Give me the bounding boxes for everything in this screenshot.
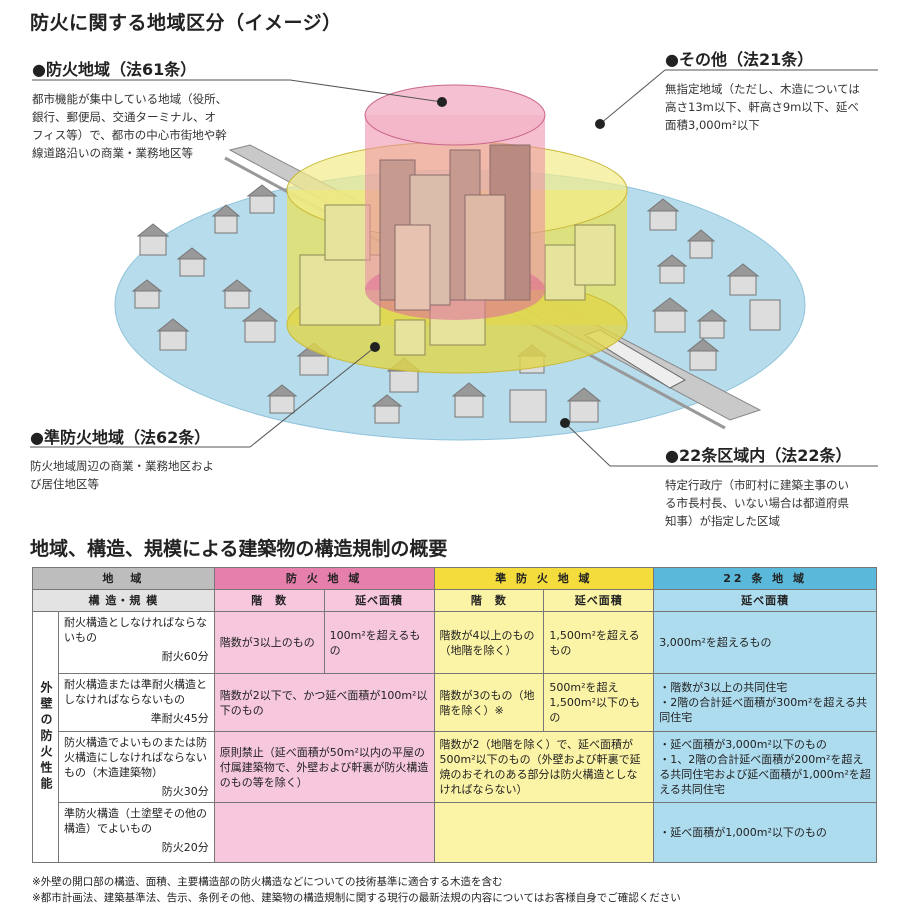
row-semi-area: 1,500m²を超えるもの xyxy=(543,611,655,674)
semi-zone-desc: 防火地域周辺の商業・業務地区および居住地区等 xyxy=(30,459,214,491)
row-grade: 準耐火45分 xyxy=(150,712,209,725)
header-fire-area: 延べ面積 xyxy=(323,589,435,612)
row-fire: 原則禁止（延べ面積が50m²以内の平屋の付属建築物で、外壁および軒裏が防火構造の… xyxy=(213,731,435,803)
row-grade: 防火20分 xyxy=(161,841,209,854)
leader-lines xyxy=(30,69,878,467)
high-rise-buildings xyxy=(379,144,531,311)
other-zone-desc: 無指定地域（ただし、木造については高さ13m以下、軒高さ9m以下、延べ面積3,0… xyxy=(665,82,860,132)
row-semi-floors: 階数が4以上のもの（地階を除く） xyxy=(433,611,545,674)
row-grade: 耐火60分 xyxy=(161,650,209,663)
area22-zone-desc: 特定行政庁（市町村に建築主事のいる市長村長、いない場合は都道府県知事）が指定した… xyxy=(665,478,849,528)
table-row: 耐火構造または準耐火構造としなければならないもの 準耐火45分 階数が2以下で、… xyxy=(33,673,877,732)
row-struct: 耐火構造または準耐火構造としなければならないもの xyxy=(64,678,207,706)
header-22: 22 条 地 域 xyxy=(653,567,877,590)
zone-illustration xyxy=(30,69,878,467)
row-fire-area: 100m²を超えるもの xyxy=(323,611,435,674)
row-grade: 防火30分 xyxy=(161,785,209,798)
side-label: 外壁の防火性能 xyxy=(32,611,59,863)
header-semi-floors: 階 数 xyxy=(433,589,545,612)
row-semi-area: 500m²を超え1,500m²以下のもの xyxy=(543,673,655,732)
fire-zone-desc: 都市機能が集中している地域（役所、銀行、郵便局、交通ターミナル、オフィス等）で、… xyxy=(32,92,228,160)
header-22-area: 延べ面積 xyxy=(653,589,877,612)
row-fire: 階数が2以下で、かつ延べ面積が100m²以下のもの xyxy=(213,673,435,732)
table-row: 防火構造でよいものまたは防火構造にしなければならないもの（木造建築物） 防火30… xyxy=(33,731,877,803)
regulation-table: 地 域 防 火 地 域 準 防 火 地 域 22 条 地 域 構 造・規 模 階… xyxy=(32,567,877,863)
header-semi-area: 延べ面積 xyxy=(543,589,655,612)
row-22: ・階数が3以上の共同住宅・2階の合計延べ面積が300m²を超える共同住宅 xyxy=(653,673,877,732)
other-dot xyxy=(595,119,605,129)
table-title: 地域、構造、規模による建築物の構造規制の概要 xyxy=(30,538,448,560)
row-fire-empty xyxy=(213,802,435,863)
row-semi: 階数が2（地階を除く）で、延べ面積が500m²以下のもの（外壁および軒裏で延焼の… xyxy=(433,731,655,803)
row-22: ・延べ面積が1,000m²以下のもの xyxy=(653,802,877,863)
houses xyxy=(131,184,781,424)
header-fire: 防 火 地 域 xyxy=(213,567,435,590)
other-zone-title: ●その他（法21条） xyxy=(665,50,814,69)
page-title: 防火に関する地域区分（イメージ） xyxy=(30,12,342,34)
table-row: 外壁の防火性能 耐火構造としなければならないもの 耐火60分 階数が3以上のもの… xyxy=(32,611,877,863)
fire-dot xyxy=(437,97,447,107)
semi-zone-title: ●準防火地域（法62条） xyxy=(30,428,211,447)
area22-zone-title: ●22条区域内（法22条） xyxy=(665,446,852,465)
row-22: 3,000m²を超えるもの xyxy=(653,611,877,674)
row-struct: 防火構造でよいものまたは防火構造にしなければならないもの（木造建築物） xyxy=(64,736,207,779)
footnote: ※都市計画法、建築基準法、告示、条例その他、建築物の構造規制に関する現行の最新法… xyxy=(32,892,681,904)
area22-dot xyxy=(560,418,570,428)
row-22: ・延べ面積が3,000m²以下のもの・1、2階の合計延べ面積が200m²を超える… xyxy=(653,731,877,803)
fire-zone-title: ●防火地域（法61条） xyxy=(32,60,197,79)
row-fire-floors: 階数が3以上のもの xyxy=(213,611,325,674)
table-row: 準防火構造（土塗壁その他の構造）でよいもの 防火20分 ・延べ面積が1,000m… xyxy=(33,802,877,863)
footnotes: ※外壁の開口部の構造、面積、主要構造部の防火構造などについての技術基準に適合する… xyxy=(32,874,681,906)
footnote: ※外壁の開口部の構造、面積、主要構造部の防火構造などについての技術基準に適合する… xyxy=(32,876,503,888)
row-semi-empty xyxy=(433,802,655,863)
row-semi-floors: 階数が3のもの（地階を除く）※ xyxy=(433,673,545,732)
header-semi: 準 防 火 地 域 xyxy=(433,567,655,590)
semi-dot xyxy=(370,342,380,352)
row-struct: 準防火構造（土塗壁その他の構造）でよいもの xyxy=(64,807,207,835)
row-struct: 耐火構造としなければならないもの xyxy=(64,616,207,644)
header-struct: 構 造・規 模 xyxy=(32,589,215,612)
header-fire-floors: 階 数 xyxy=(213,589,325,612)
header-area: 地 域 xyxy=(32,567,215,590)
